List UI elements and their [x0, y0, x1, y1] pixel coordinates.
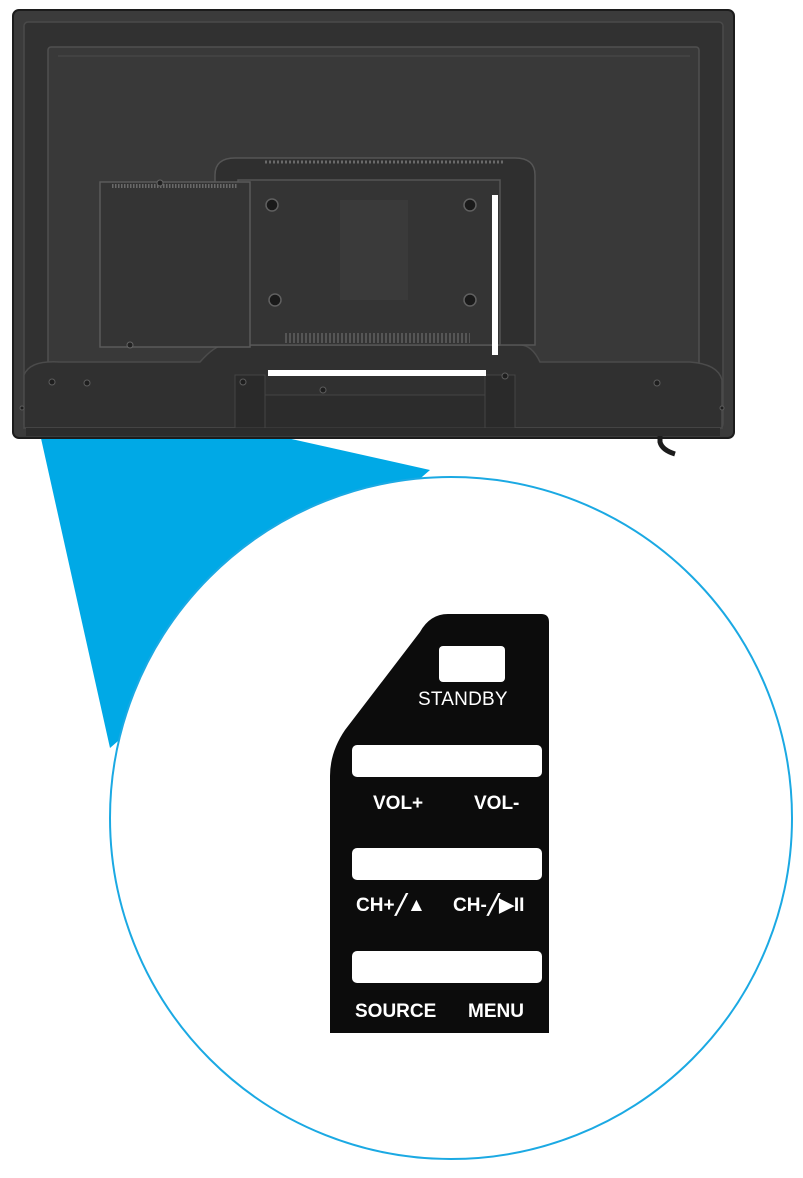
vesa-screws: [265, 198, 477, 307]
standby-label: STANDBY: [418, 689, 508, 710]
ch-button[interactable]: [352, 848, 542, 880]
tv-back: [12, 9, 735, 457]
source-label: SOURCE: [355, 1001, 437, 1022]
control-panel: [330, 614, 549, 1033]
source-menu-button[interactable]: [352, 951, 542, 983]
menu-label: MENU: [468, 1001, 524, 1022]
power-cable: [657, 428, 676, 457]
panel-body: [330, 614, 549, 1033]
standby-button[interactable]: [439, 646, 505, 682]
play-pause-icon: ╱▶II: [487, 895, 525, 916]
vol-minus-label: VOL-: [474, 793, 520, 814]
vol-plus-label: VOL+: [373, 793, 424, 814]
ch-plus-label: CH+: [356, 895, 395, 916]
left-cover: [99, 181, 251, 348]
ch-minus-label: CH-: [453, 895, 487, 916]
eject-icon: ╱▲: [395, 895, 426, 916]
ch-minus-label-group: CH-╱▶II: [453, 896, 524, 915]
vol-button[interactable]: [352, 745, 542, 777]
ch-plus-label-group: CH+╱▲: [356, 896, 426, 915]
